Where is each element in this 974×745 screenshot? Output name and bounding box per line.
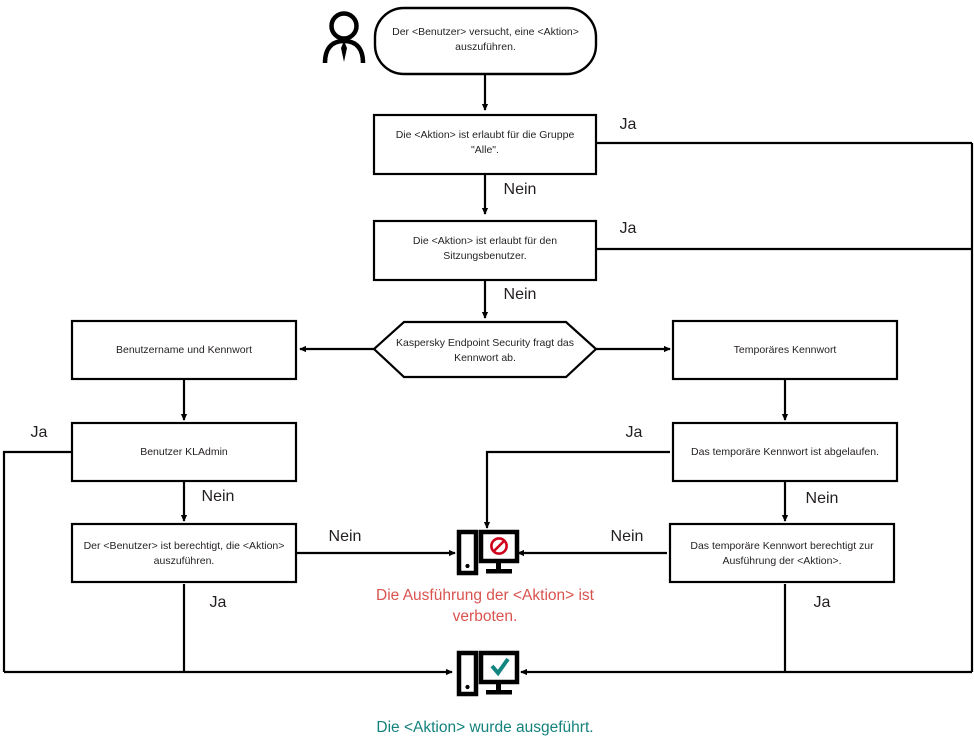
node-temp-password-expired: Das temporäre Kennwort ist abgelaufen. (671, 421, 899, 483)
edge-label-temp-permits-ja: Ja (814, 594, 831, 611)
allowed-caption: Die <Aktion> wurde ausgeführt. (376, 719, 593, 736)
node-username-password-label: Benutzername und Kennwort (116, 344, 252, 356)
denied-caption-line2: verboten. (453, 608, 518, 625)
node-start-line1: Der <Benutzer> versucht, eine <Aktion> (392, 26, 579, 38)
edge-label-user-permitted-ja: Ja (210, 594, 227, 611)
user-actor-icon (322, 11, 366, 64)
edge-label-user-permitted-nein: Nein (329, 528, 362, 545)
node-start-line2: auszuführen. (455, 41, 516, 53)
edge-label-temp-permits-nein: Nein (611, 528, 644, 545)
node-password-prompt: Kaspersky Endpoint Security fragt das Ke… (372, 320, 598, 379)
node-group-all-line2: "Alle". (471, 144, 499, 156)
edge-label-kladmin-nein: Nein (202, 488, 235, 505)
edge-label-group-all-nein: Nein (504, 181, 537, 198)
edge-label-kladmin-ja: Ja (31, 424, 48, 441)
node-temp-password-permits-line2: Ausführung der <Aktion>. (722, 555, 841, 567)
edge-label-expired-ja: Ja (626, 424, 643, 441)
denied-caption-line1: Die Ausführung der <Aktion> ist (376, 587, 595, 604)
edge-label-group-all-ja: Ja (620, 116, 637, 133)
node-allowed-session-user: Die <Aktion> ist erlaubt für den Sitzung… (372, 219, 598, 282)
node-start: Der <Benutzer> versucht, eine <Aktion> a… (373, 6, 598, 76)
node-group-all-line1: Die <Aktion> ist erlaubt für die Gruppe (396, 129, 575, 141)
edge-expired-ja (483, 450, 670, 529)
node-user-kladmin-label: Benutzer KLAdmin (140, 446, 228, 458)
node-temp-password-permits-line1: Das temporäre Kennwort berechtigt zur (690, 540, 874, 552)
node-temp-password-expired-label: Das temporäre Kennwort ist abgelaufen. (691, 446, 879, 458)
edge-label-session-user-ja: Ja (620, 220, 637, 237)
node-user-kladmin: Benutzer KLAdmin (70, 421, 298, 483)
edge-label-session-user-nein: Nein (504, 286, 537, 303)
node-username-password: Benutzername und Kennwort (70, 319, 298, 381)
node-temp-password-permits: Das temporäre Kennwort berechtigt zur Au… (668, 522, 896, 584)
edge-kladmin-ja (2, 450, 72, 672)
node-temporary-password: Temporäres Kennwort (671, 319, 899, 381)
node-allowed-group-all: Die <Aktion> ist erlaubt für die Gruppe … (372, 113, 598, 176)
node-user-permitted-line2: auszuführen. (154, 555, 215, 567)
node-session-user-line2: Sitzungsbenutzer. (443, 250, 526, 262)
node-session-user-line1: Die <Aktion> ist erlaubt für den (413, 235, 557, 247)
monitor-forbidden-icon (456, 529, 520, 576)
node-temporary-password-label: Temporäres Kennwort (734, 344, 837, 356)
monitor-check-icon (456, 650, 520, 697)
node-password-prompt-line2: Kennwort ab. (454, 352, 516, 364)
node-user-permitted: Der <Benutzer> ist berechtigt, die <Akti… (70, 522, 298, 584)
edge-label-expired-nein: Nein (806, 490, 839, 507)
node-user-permitted-line1: Der <Benutzer> ist berechtigt, die <Akti… (84, 540, 285, 552)
node-password-prompt-line1: Kaspersky Endpoint Security fragt das (396, 337, 574, 349)
